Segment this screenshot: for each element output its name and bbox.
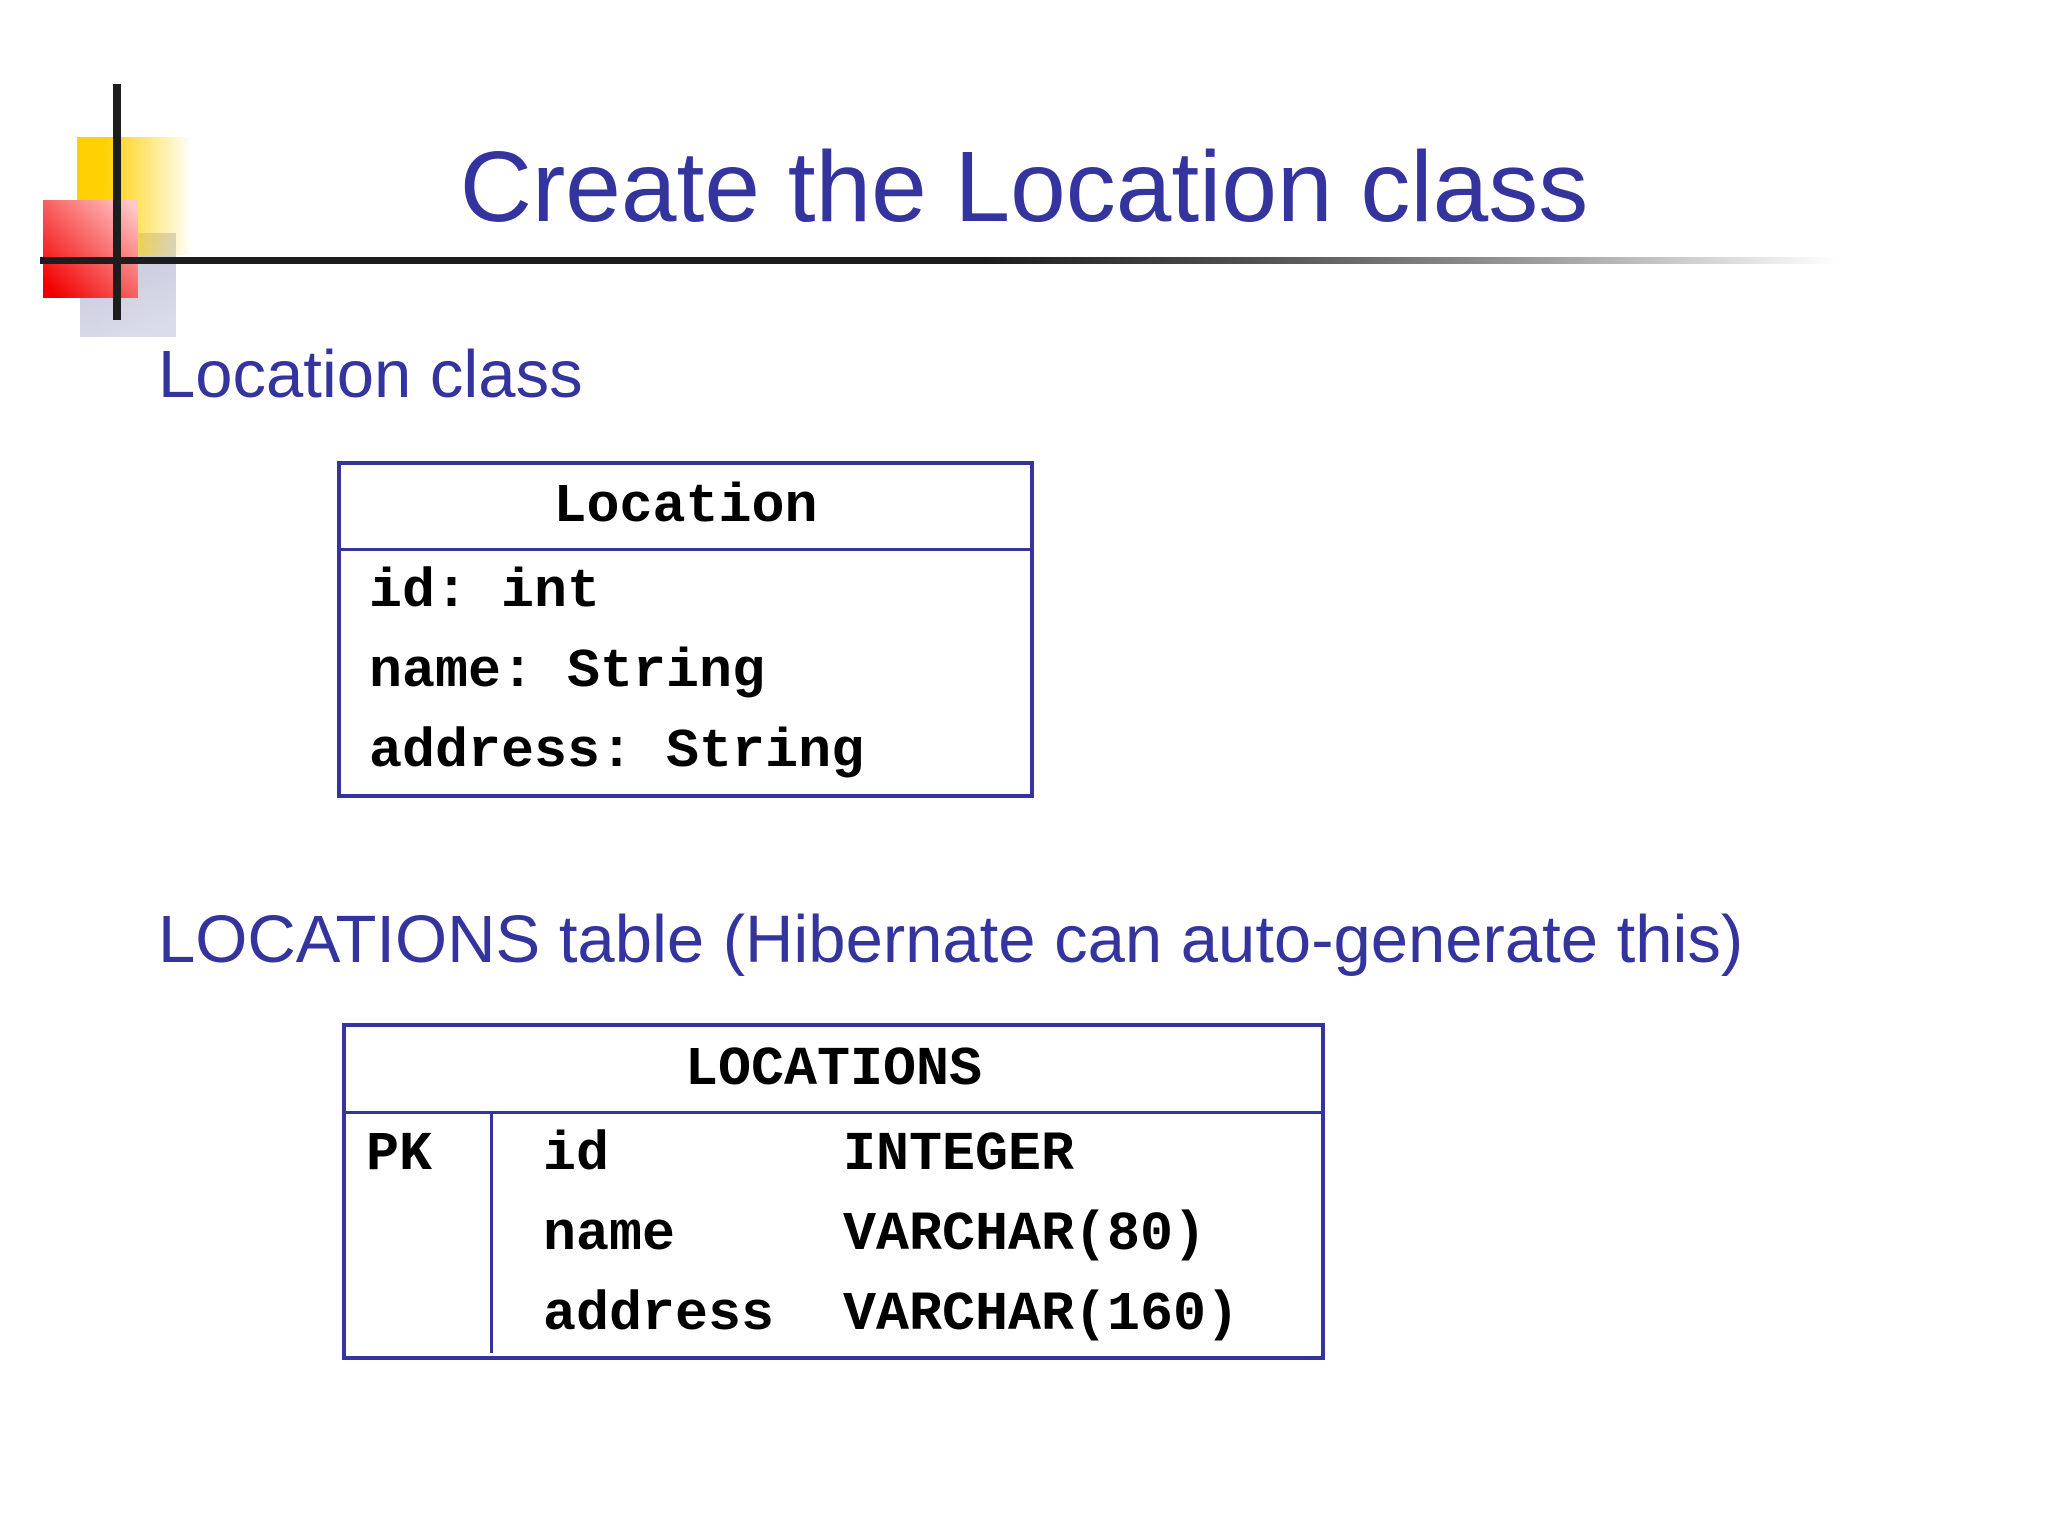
primary-key-label: PK <box>366 1122 433 1186</box>
column-type: INTEGER <box>843 1122 1075 1186</box>
uml-class-box: Location id: int name: String address: S… <box>337 461 1034 798</box>
table-section-heading: LOCATIONS table (Hibernate can auto-gene… <box>158 902 1744 977</box>
uml-class-attribute: name: String <box>369 639 766 703</box>
columns-column: id INTEGER name VARCHAR(80) address VARC… <box>493 1114 1321 1353</box>
table-row: name VARCHAR(80) <box>543 1194 1321 1274</box>
db-table-name: LOCATIONS <box>346 1027 1321 1114</box>
uml-class-attribute: id: int <box>369 559 601 623</box>
decoration-vertical-line <box>113 84 121 320</box>
column-type: VARCHAR(160) <box>843 1282 1240 1346</box>
db-table-box: LOCATIONS PK id INTEGER name VARCHAR(80)… <box>342 1023 1325 1360</box>
column-name: name <box>543 1202 676 1266</box>
decoration-red-square <box>43 200 138 298</box>
column-name: id <box>543 1122 610 1186</box>
column-name: address <box>543 1282 775 1346</box>
uml-class-attribute: address: String <box>369 719 865 783</box>
slide-title: Create the Location class <box>459 131 1589 243</box>
table-row: address VARCHAR(160) <box>543 1274 1321 1354</box>
column-type: VARCHAR(80) <box>843 1202 1207 1266</box>
db-table-body: PK id INTEGER name VARCHAR(80) address V… <box>346 1114 1321 1353</box>
uml-class-name: Location <box>341 465 1030 551</box>
table-row: id INTEGER <box>543 1114 1321 1194</box>
primary-key-column: PK <box>346 1114 493 1353</box>
class-section-heading: Location class <box>158 337 583 412</box>
title-divider-rule <box>40 257 1855 264</box>
